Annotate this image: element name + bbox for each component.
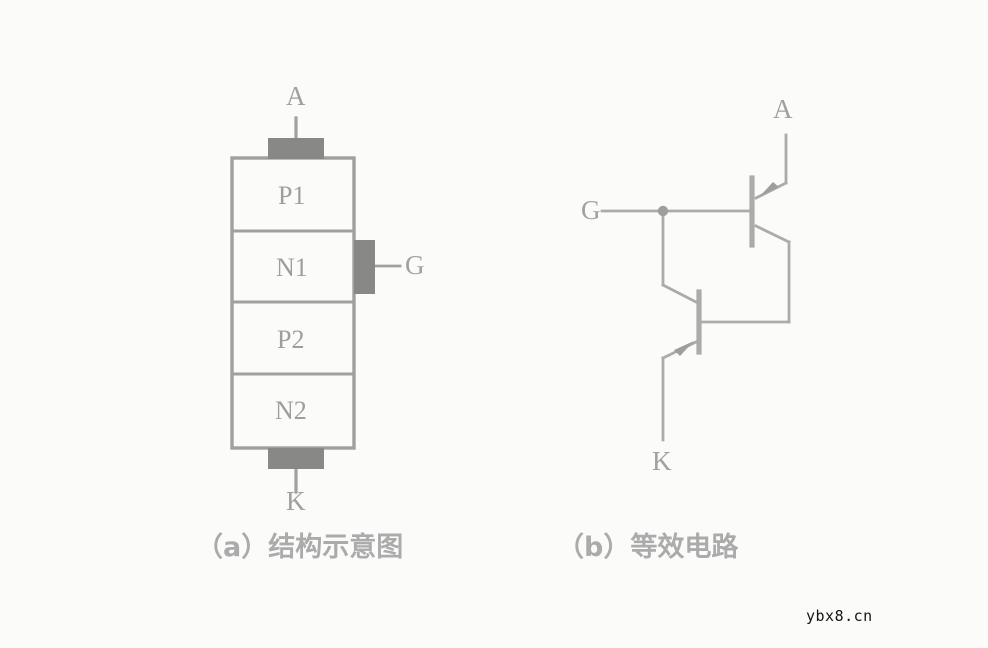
- cathode-contact-pad: [268, 448, 324, 469]
- npn-emitter-arrowhead: [674, 341, 694, 356]
- caption-structure-diagram: （a）结构示意图: [196, 532, 404, 563]
- pnp-collector-line: [754, 224, 791, 244]
- layer-label-p1: P1: [278, 181, 306, 210]
- structure-cathode-label: K: [286, 486, 306, 516]
- circuit-anode-label: A: [773, 94, 793, 124]
- layer-label-n2: N2: [275, 396, 307, 425]
- structure-anode-label: A: [286, 81, 306, 111]
- pnp-emitter-arrowhead: [760, 182, 779, 196]
- circuit-gate-label: G: [581, 195, 601, 225]
- caption-equivalent-circuit: （b）等效电路: [557, 532, 739, 563]
- circuit-cathode-label: K: [652, 446, 672, 476]
- anode-contact-pad: [268, 138, 324, 159]
- site-watermark: ybx8.cn: [806, 607, 873, 625]
- gate-junction-dot: [657, 205, 669, 217]
- layer-label-p2: P2: [277, 325, 305, 354]
- structure-gate-label: G: [405, 250, 425, 280]
- structure-diagram-svg: [230, 116, 402, 494]
- layer-label-n1: N1: [276, 253, 308, 282]
- equivalent-circuit-svg: [600, 133, 791, 442]
- gate-contact-pad: [354, 240, 375, 294]
- npn-collector-line: [661, 283, 698, 304]
